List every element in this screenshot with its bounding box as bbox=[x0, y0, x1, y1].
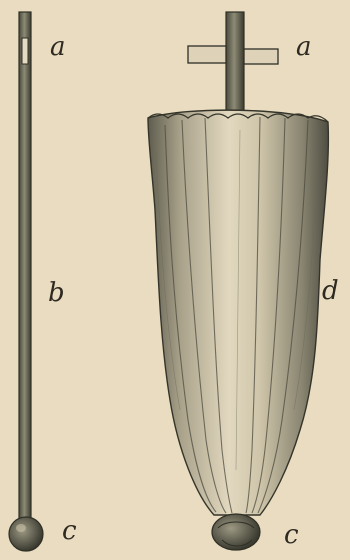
label-rod-ball: c bbox=[62, 518, 77, 544]
bag-crossbar-left bbox=[188, 46, 226, 63]
label-bag-crossbar: a bbox=[296, 34, 312, 60]
rod-ball bbox=[9, 517, 43, 551]
label-rod-shaft: b bbox=[48, 280, 65, 306]
bag-handle-rod bbox=[226, 12, 244, 120]
bag-crossbar-right bbox=[244, 49, 278, 64]
label-rod-top: a bbox=[50, 34, 66, 60]
bag-tie-knot bbox=[212, 514, 260, 550]
rod-figure bbox=[9, 12, 43, 551]
bag-figure bbox=[148, 12, 328, 550]
label-bag-body: d bbox=[322, 278, 339, 304]
label-bag-tie: c bbox=[284, 522, 299, 548]
rod-shaft bbox=[19, 12, 31, 522]
rod-slot bbox=[22, 38, 28, 64]
